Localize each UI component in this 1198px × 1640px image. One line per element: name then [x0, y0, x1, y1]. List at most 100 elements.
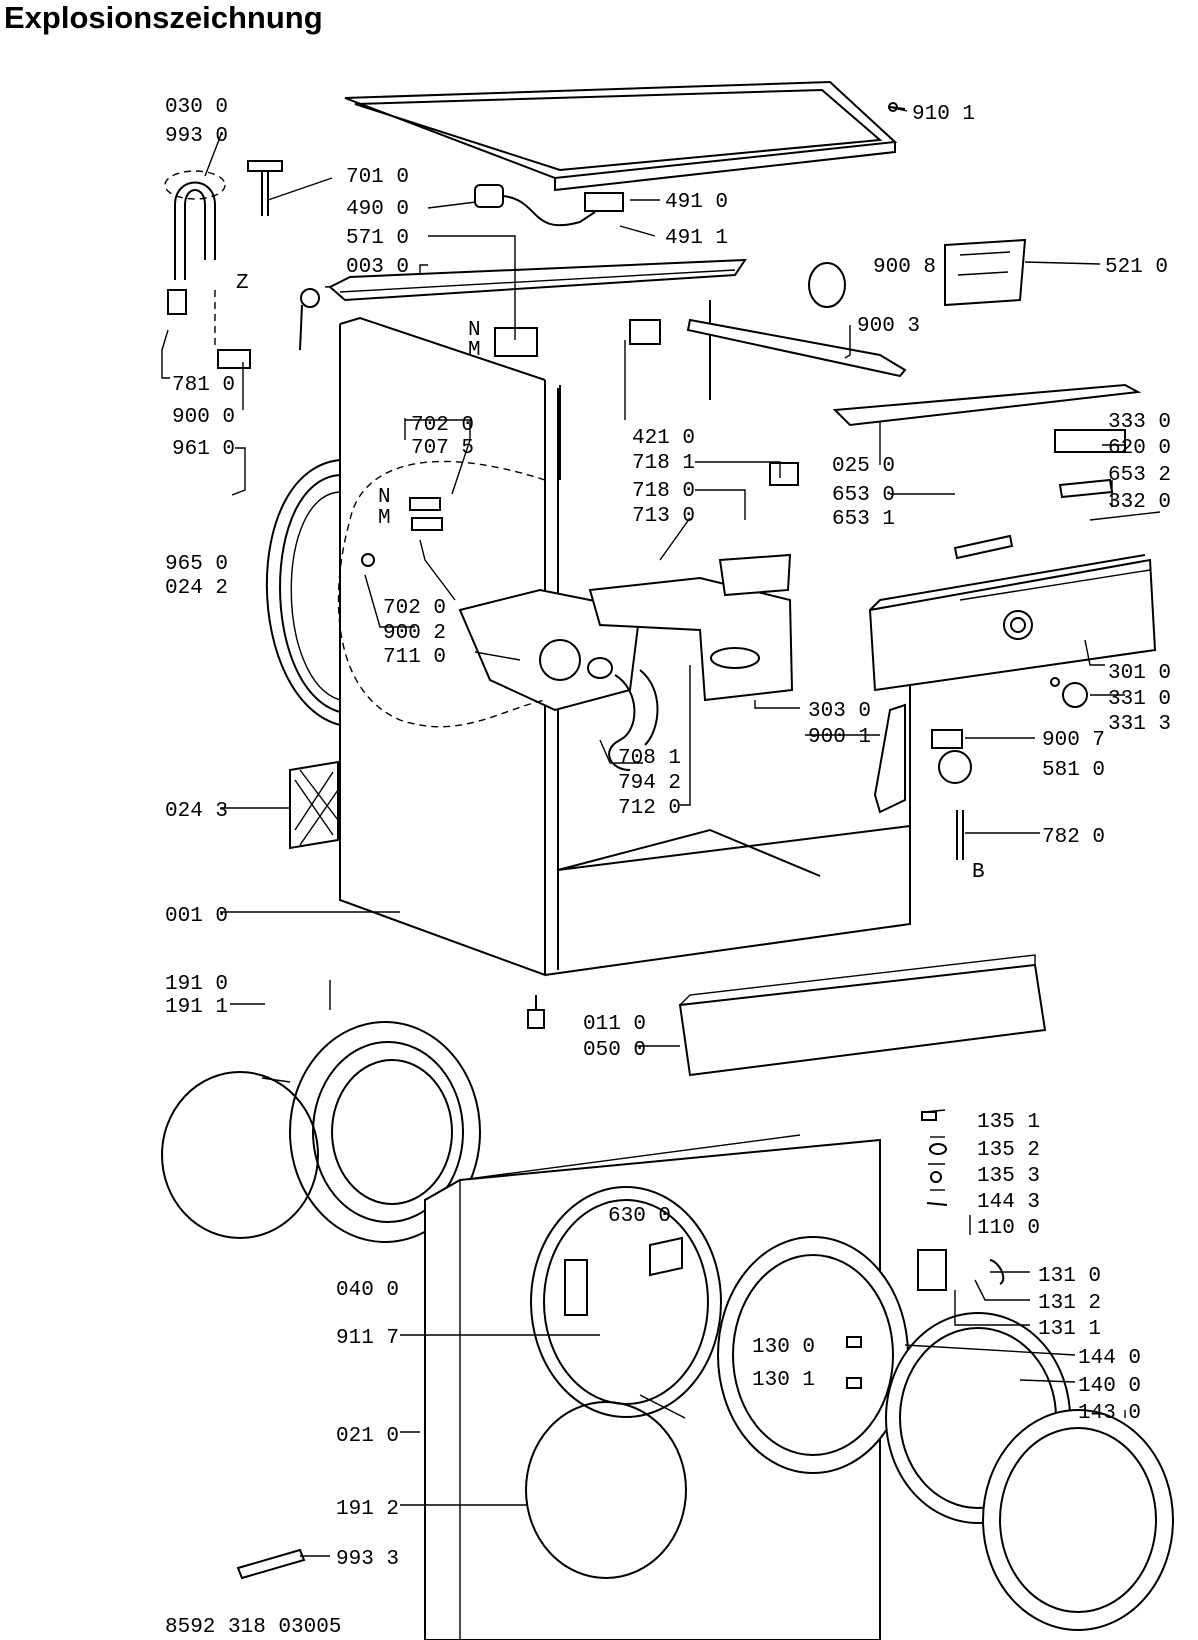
part-label: 001 0: [165, 905, 228, 928]
part-label: 130 0: [752, 1336, 815, 1359]
part-label: 331 0: [1108, 688, 1171, 711]
part-label: 301 0: [1108, 662, 1171, 685]
rotary-selector: [808, 262, 846, 308]
top-screw: [888, 102, 906, 112]
part-label: 900 3: [857, 315, 920, 338]
heater-rod: [956, 810, 964, 860]
part-label: 702 0: [411, 414, 474, 437]
door-hinge-bracket: [564, 1259, 588, 1316]
part-label: 571 0: [346, 227, 409, 250]
service-tool: [236, 1548, 306, 1580]
knob: [1050, 677, 1088, 708]
part-label: 707 5: [411, 437, 474, 460]
part-label: 782 0: [1042, 826, 1105, 849]
inlet-hose: [164, 170, 226, 345]
door-lock-switch: [629, 319, 661, 345]
control-crossbar: [832, 383, 1142, 427]
interference-filter: [494, 327, 538, 357]
part-label: 781 0: [172, 374, 235, 397]
part-label: 900 1: [808, 726, 871, 749]
part-label: 131 0: [1038, 1265, 1101, 1288]
top-knob-lever: [247, 160, 283, 216]
door-outer-frame: [982, 1409, 1174, 1631]
part-label: 050 0: [583, 1039, 646, 1062]
part-label: 143 0: [1078, 1402, 1141, 1425]
part-label: 332 0: [1108, 491, 1171, 514]
button-pcb: [953, 534, 1014, 560]
water-path-outline: [337, 460, 546, 728]
part-label: 653 1: [832, 508, 895, 531]
page-title: Explosionszeichnung: [4, 0, 323, 35]
part-label: 491 0: [665, 191, 728, 214]
part-label: 900 2: [383, 622, 446, 645]
mains-plug: [474, 184, 596, 227]
part-label: 191 1: [165, 996, 228, 1019]
part-label: 630 0: [608, 1205, 671, 1228]
part-label: 135 1: [977, 1111, 1040, 1134]
marker-z: Z: [236, 272, 249, 295]
electronic-module: [944, 238, 1027, 307]
part-label: 910 1: [912, 103, 975, 126]
part-label: 702 0: [383, 597, 446, 620]
part-label: 653 2: [1108, 464, 1171, 487]
key-strip: [1058, 478, 1161, 521]
part-label: 303 0: [808, 700, 871, 723]
part-label: 030 0: [165, 96, 228, 119]
foot: [527, 995, 545, 1029]
part-label: 191 2: [336, 1498, 399, 1521]
wire-spring-lower: [525, 1394, 687, 1579]
part-label: 900 0: [172, 406, 235, 429]
side-bracket: [873, 703, 906, 814]
display-pcb: [1054, 429, 1126, 453]
part-label: 140 0: [1078, 1375, 1141, 1398]
part-label: 965 0: [165, 553, 228, 576]
part-label: 581 0: [1042, 759, 1105, 782]
letter-markers: Z N M N M B: [236, 272, 985, 884]
part-label: 713 0: [632, 505, 695, 528]
part-label: 491 1: [665, 227, 728, 250]
part-label: 131 1: [1038, 1318, 1101, 1341]
part-label: 708 1: [618, 747, 681, 770]
inlet-valve: [299, 288, 320, 351]
part-label: 025 0: [832, 455, 895, 478]
part-label: 712 0: [618, 797, 681, 820]
marker-n: N: [378, 486, 391, 509]
drawer-tray: [588, 576, 794, 702]
part-label: 421 0: [632, 427, 695, 450]
part-label: 131 2: [1038, 1292, 1101, 1315]
drawing-number: 8592 318 03005: [165, 1616, 341, 1639]
pressure-switch: [931, 729, 972, 784]
part-label: 993 0: [165, 125, 228, 148]
door-hinge-parts: [846, 1111, 1005, 1389]
tub-rear-seal: [265, 459, 341, 726]
marker-b: B: [972, 861, 985, 884]
dispenser-hose: [587, 657, 659, 771]
part-label: 135 3: [977, 1165, 1040, 1188]
part-label: 794 2: [618, 772, 681, 795]
part-label: 331 3: [1108, 713, 1171, 736]
part-labels: 030 0 993 0 701 0 490 0 571 0 003 0 491 …: [165, 96, 1171, 1571]
part-label: 191 0: [165, 973, 228, 996]
door-gasket: [289, 1021, 481, 1243]
marker-n: N: [468, 319, 481, 342]
part-label: 718 1: [632, 452, 695, 475]
part-label: 110 0: [977, 1217, 1040, 1240]
rear-frame-strip: [328, 258, 747, 302]
part-label: 021 0: [336, 1425, 399, 1448]
kick-panel: [678, 954, 1047, 1077]
part-label: 711 0: [383, 646, 446, 669]
part-label: 911 7: [336, 1327, 399, 1350]
filter-grille: [289, 760, 339, 850]
hose-clamp-bracket: [217, 349, 251, 369]
part-label: 144 3: [977, 1191, 1040, 1214]
part-label: 040 0: [336, 1279, 399, 1302]
marker-m: M: [468, 339, 481, 362]
part-label: 653 0: [832, 484, 895, 507]
part-label: 333 0: [1108, 411, 1171, 434]
part-label: 701 0: [346, 166, 409, 189]
leader-lines: [161, 107, 1126, 1557]
part-label: 003 0: [346, 256, 409, 279]
part-label: 024 2: [165, 577, 228, 600]
part-label: 521 0: [1105, 256, 1168, 279]
